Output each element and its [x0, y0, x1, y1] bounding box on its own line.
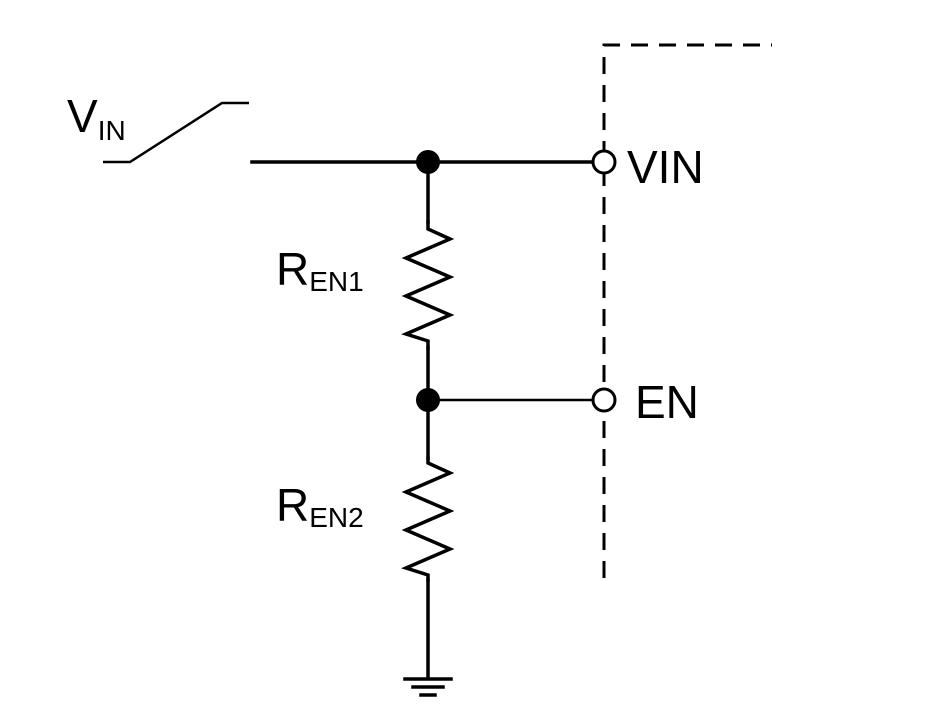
ren2-sub: EN2 [309, 502, 363, 533]
en-junction-dot [416, 388, 440, 412]
vin-pin-label: VIN [627, 141, 704, 193]
en-pin-label: EN [635, 376, 699, 428]
ren1-label: REN1 [276, 243, 364, 297]
resistor-ren1 [401, 220, 455, 350]
ren2-label: REN2 [276, 479, 364, 533]
vin-junction-dot [416, 150, 440, 174]
ren2-main: R [276, 479, 309, 531]
vin-source-label: VIN [67, 90, 126, 146]
ren1-main: R [276, 243, 309, 295]
vin-source-main: V [67, 90, 98, 142]
vin-pin-circle [591, 149, 617, 175]
en-pin-circle [591, 387, 617, 413]
vin-ramp-symbol [103, 101, 249, 164]
vin-source-sub: IN [98, 115, 126, 146]
ground-icon [403, 677, 453, 697]
device-boundary [602, 43, 772, 578]
resistor-ren2 [401, 456, 455, 582]
ren1-sub: EN1 [309, 266, 363, 297]
